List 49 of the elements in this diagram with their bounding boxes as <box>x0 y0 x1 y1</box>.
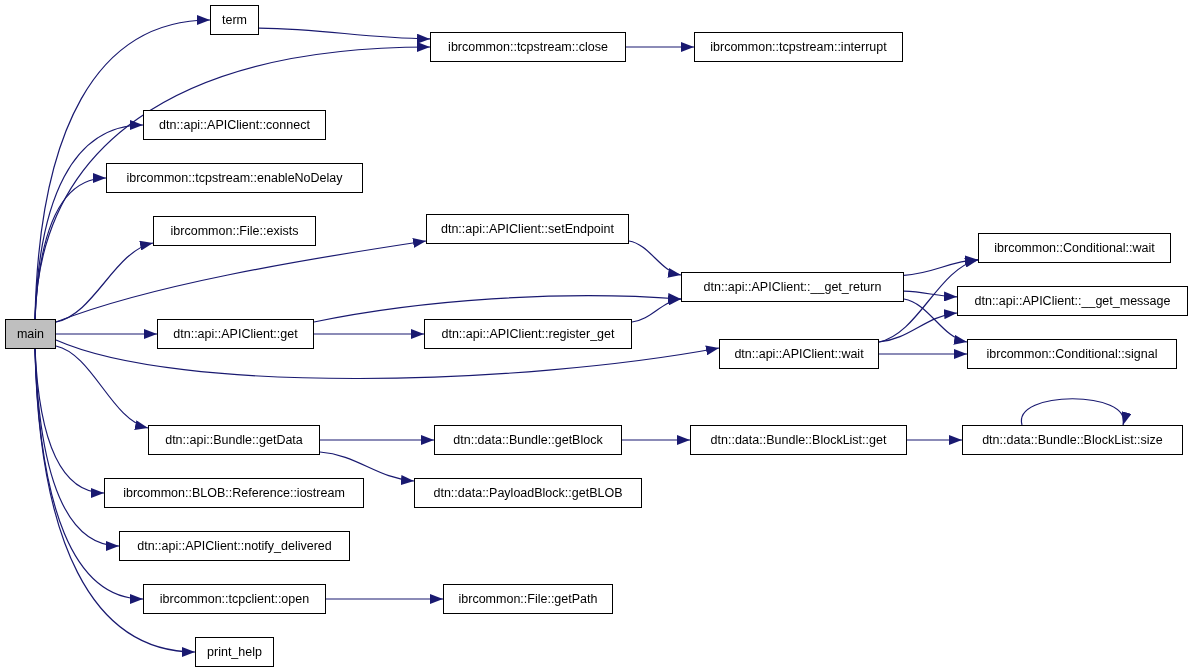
root-function-box: main <box>5 319 56 349</box>
function-box: ibrcommon::File::getPath <box>443 584 613 614</box>
call-arrow <box>319 451 415 485</box>
call-arrow <box>34 348 196 656</box>
function-box: ibrcommon::tcpclient::open <box>143 584 326 614</box>
call-arrow <box>258 27 431 44</box>
function-box: dtn::data::PayloadBlock::getBLOB <box>414 478 642 508</box>
function-box: dtn::api::Bundle::getData <box>148 425 320 455</box>
function-box: dtn::api::APIClient::notify_delivered <box>119 531 350 561</box>
call-arrow <box>313 293 682 323</box>
call-arrow <box>55 339 720 380</box>
call-arrow <box>628 240 682 277</box>
call-arrow <box>319 435 435 445</box>
function-box: dtn::data::Bundle::BlockList::get <box>690 425 907 455</box>
function-box: ibrcommon::Conditional::wait <box>978 233 1171 263</box>
function-box: ibrcommon::tcpstream::enableNoDelay <box>106 163 363 193</box>
function-box: dtn::api::APIClient::setEndpoint <box>426 214 629 244</box>
function-box: dtn::api::APIClient::get <box>157 319 314 349</box>
function-box: dtn::api::APIClient::__get_return <box>681 272 904 302</box>
function-box: ibrcommon::File::exists <box>153 216 316 246</box>
call-arrow <box>625 42 695 52</box>
function-box: dtn::api::APIClient::register_get <box>424 319 632 349</box>
call-arrow <box>903 298 968 344</box>
function-box: dtn::data::Bundle::getBlock <box>434 425 622 455</box>
call-arrow <box>878 310 958 343</box>
function-box: term <box>210 5 259 35</box>
call-arrow <box>903 290 958 302</box>
call-arrow <box>55 329 158 339</box>
function-box: ibrcommon::tcpstream::close <box>430 32 626 62</box>
function-box: dtn::api::APIClient::__get_message <box>957 286 1188 316</box>
function-box: dtn::api::APIClient::connect <box>143 110 326 140</box>
function-box: print_help <box>195 637 274 667</box>
function-box: ibrcommon::BLOB::Reference::iostream <box>104 478 364 508</box>
self-call-arrow <box>1021 398 1128 426</box>
call-arrow <box>903 255 979 276</box>
call-arrow <box>55 345 149 429</box>
function-box: ibrcommon::Conditional::signal <box>967 339 1177 369</box>
call-arrow <box>878 349 968 359</box>
function-box: dtn::api::APIClient::wait <box>719 339 879 369</box>
call-arrow <box>906 435 963 445</box>
call-arrow <box>313 329 425 339</box>
call-arrow <box>631 296 682 323</box>
call-arrow <box>621 435 691 445</box>
call-arrow <box>34 16 211 320</box>
call-arrow <box>325 594 444 604</box>
call-arrow <box>34 174 107 320</box>
call-arrow <box>55 238 427 323</box>
function-box: dtn::data::Bundle::BlockList::size <box>962 425 1183 455</box>
function-box: ibrcommon::tcpstream::interrupt <box>694 32 903 62</box>
